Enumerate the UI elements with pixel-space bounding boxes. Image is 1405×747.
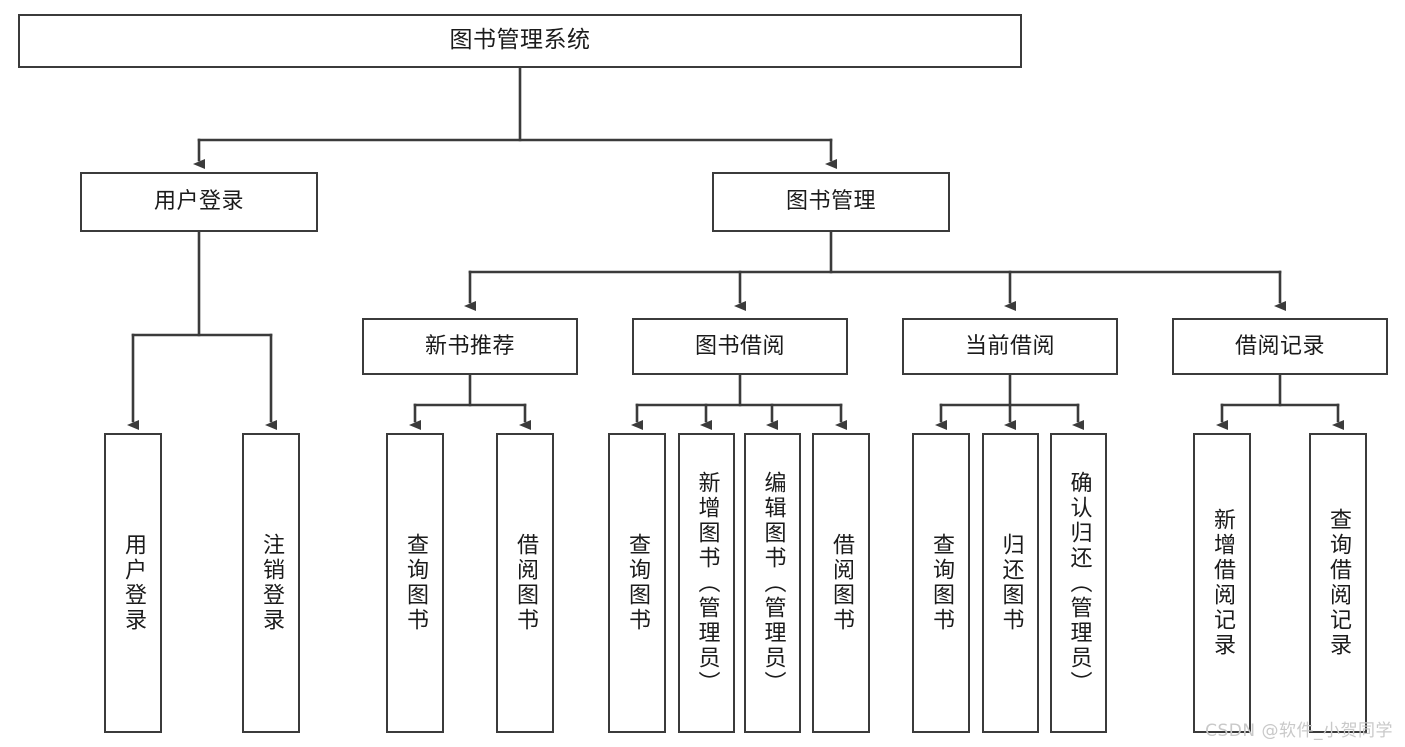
node-leaf-borrow-book[interactable]: 借阅图书 [812, 433, 870, 733]
node-current-borrow[interactable]: 当前借阅 [902, 318, 1118, 375]
node-root-system[interactable]: 图书管理系统 [18, 14, 1022, 68]
node-label: 当前借阅 [964, 333, 1055, 359]
node-label: 编辑图书（管理员） [760, 470, 786, 696]
node-label: 查询借阅记录 [1326, 508, 1351, 658]
node-label: 查询图书 [403, 533, 428, 633]
node-leaf-user-login[interactable]: 用户登录 [104, 433, 162, 733]
node-label: 新增借阅记录 [1210, 508, 1235, 658]
node-label: 借阅记录 [1234, 333, 1325, 359]
node-new-book-recommend[interactable]: 新书推荐 [362, 318, 578, 375]
node-leaf-borrow-book-recommend[interactable]: 借阅图书 [496, 433, 554, 733]
node-label: 新增图书（管理员） [694, 470, 720, 696]
node-label: 确认归还（管理员） [1066, 470, 1092, 696]
node-label: 归还图书 [998, 533, 1024, 633]
node-label: 用户登录 [121, 533, 146, 633]
node-label: 查询图书 [625, 533, 650, 633]
node-leaf-return-book[interactable]: 归还图书 [982, 433, 1039, 733]
node-label: 图书借阅 [694, 333, 785, 359]
node-label: 注销登录 [259, 533, 284, 633]
node-book-borrow[interactable]: 图书借阅 [632, 318, 848, 375]
node-leaf-query-borrow-record[interactable]: 查询借阅记录 [1309, 433, 1367, 733]
node-leaf-confirm-return-admin[interactable]: 确认归还（管理员） [1050, 433, 1107, 733]
node-borrow-record[interactable]: 借阅记录 [1172, 318, 1388, 375]
node-leaf-query-book-recommend[interactable]: 查询图书 [386, 433, 444, 733]
node-leaf-query-book-current[interactable]: 查询图书 [912, 433, 970, 733]
node-leaf-query-book-borrow[interactable]: 查询图书 [608, 433, 666, 733]
node-label: 新书推荐 [424, 333, 515, 359]
node-label: 用户登录 [153, 189, 244, 215]
node-leaf-edit-book-admin[interactable]: 编辑图书（管理员） [744, 433, 801, 733]
node-label: 借阅图书 [829, 533, 854, 633]
node-leaf-logout[interactable]: 注销登录 [242, 433, 300, 733]
node-label: 图书管理 [785, 189, 876, 215]
node-leaf-add-book-admin[interactable]: 新增图书（管理员） [678, 433, 735, 733]
node-user-login[interactable]: 用户登录 [80, 172, 318, 232]
node-label: 图书管理系统 [449, 27, 591, 54]
node-leaf-add-borrow-record[interactable]: 新增借阅记录 [1193, 433, 1251, 733]
node-label: 查询图书 [929, 533, 954, 633]
node-label: 借阅图书 [513, 533, 538, 633]
node-book-management[interactable]: 图书管理 [712, 172, 950, 232]
